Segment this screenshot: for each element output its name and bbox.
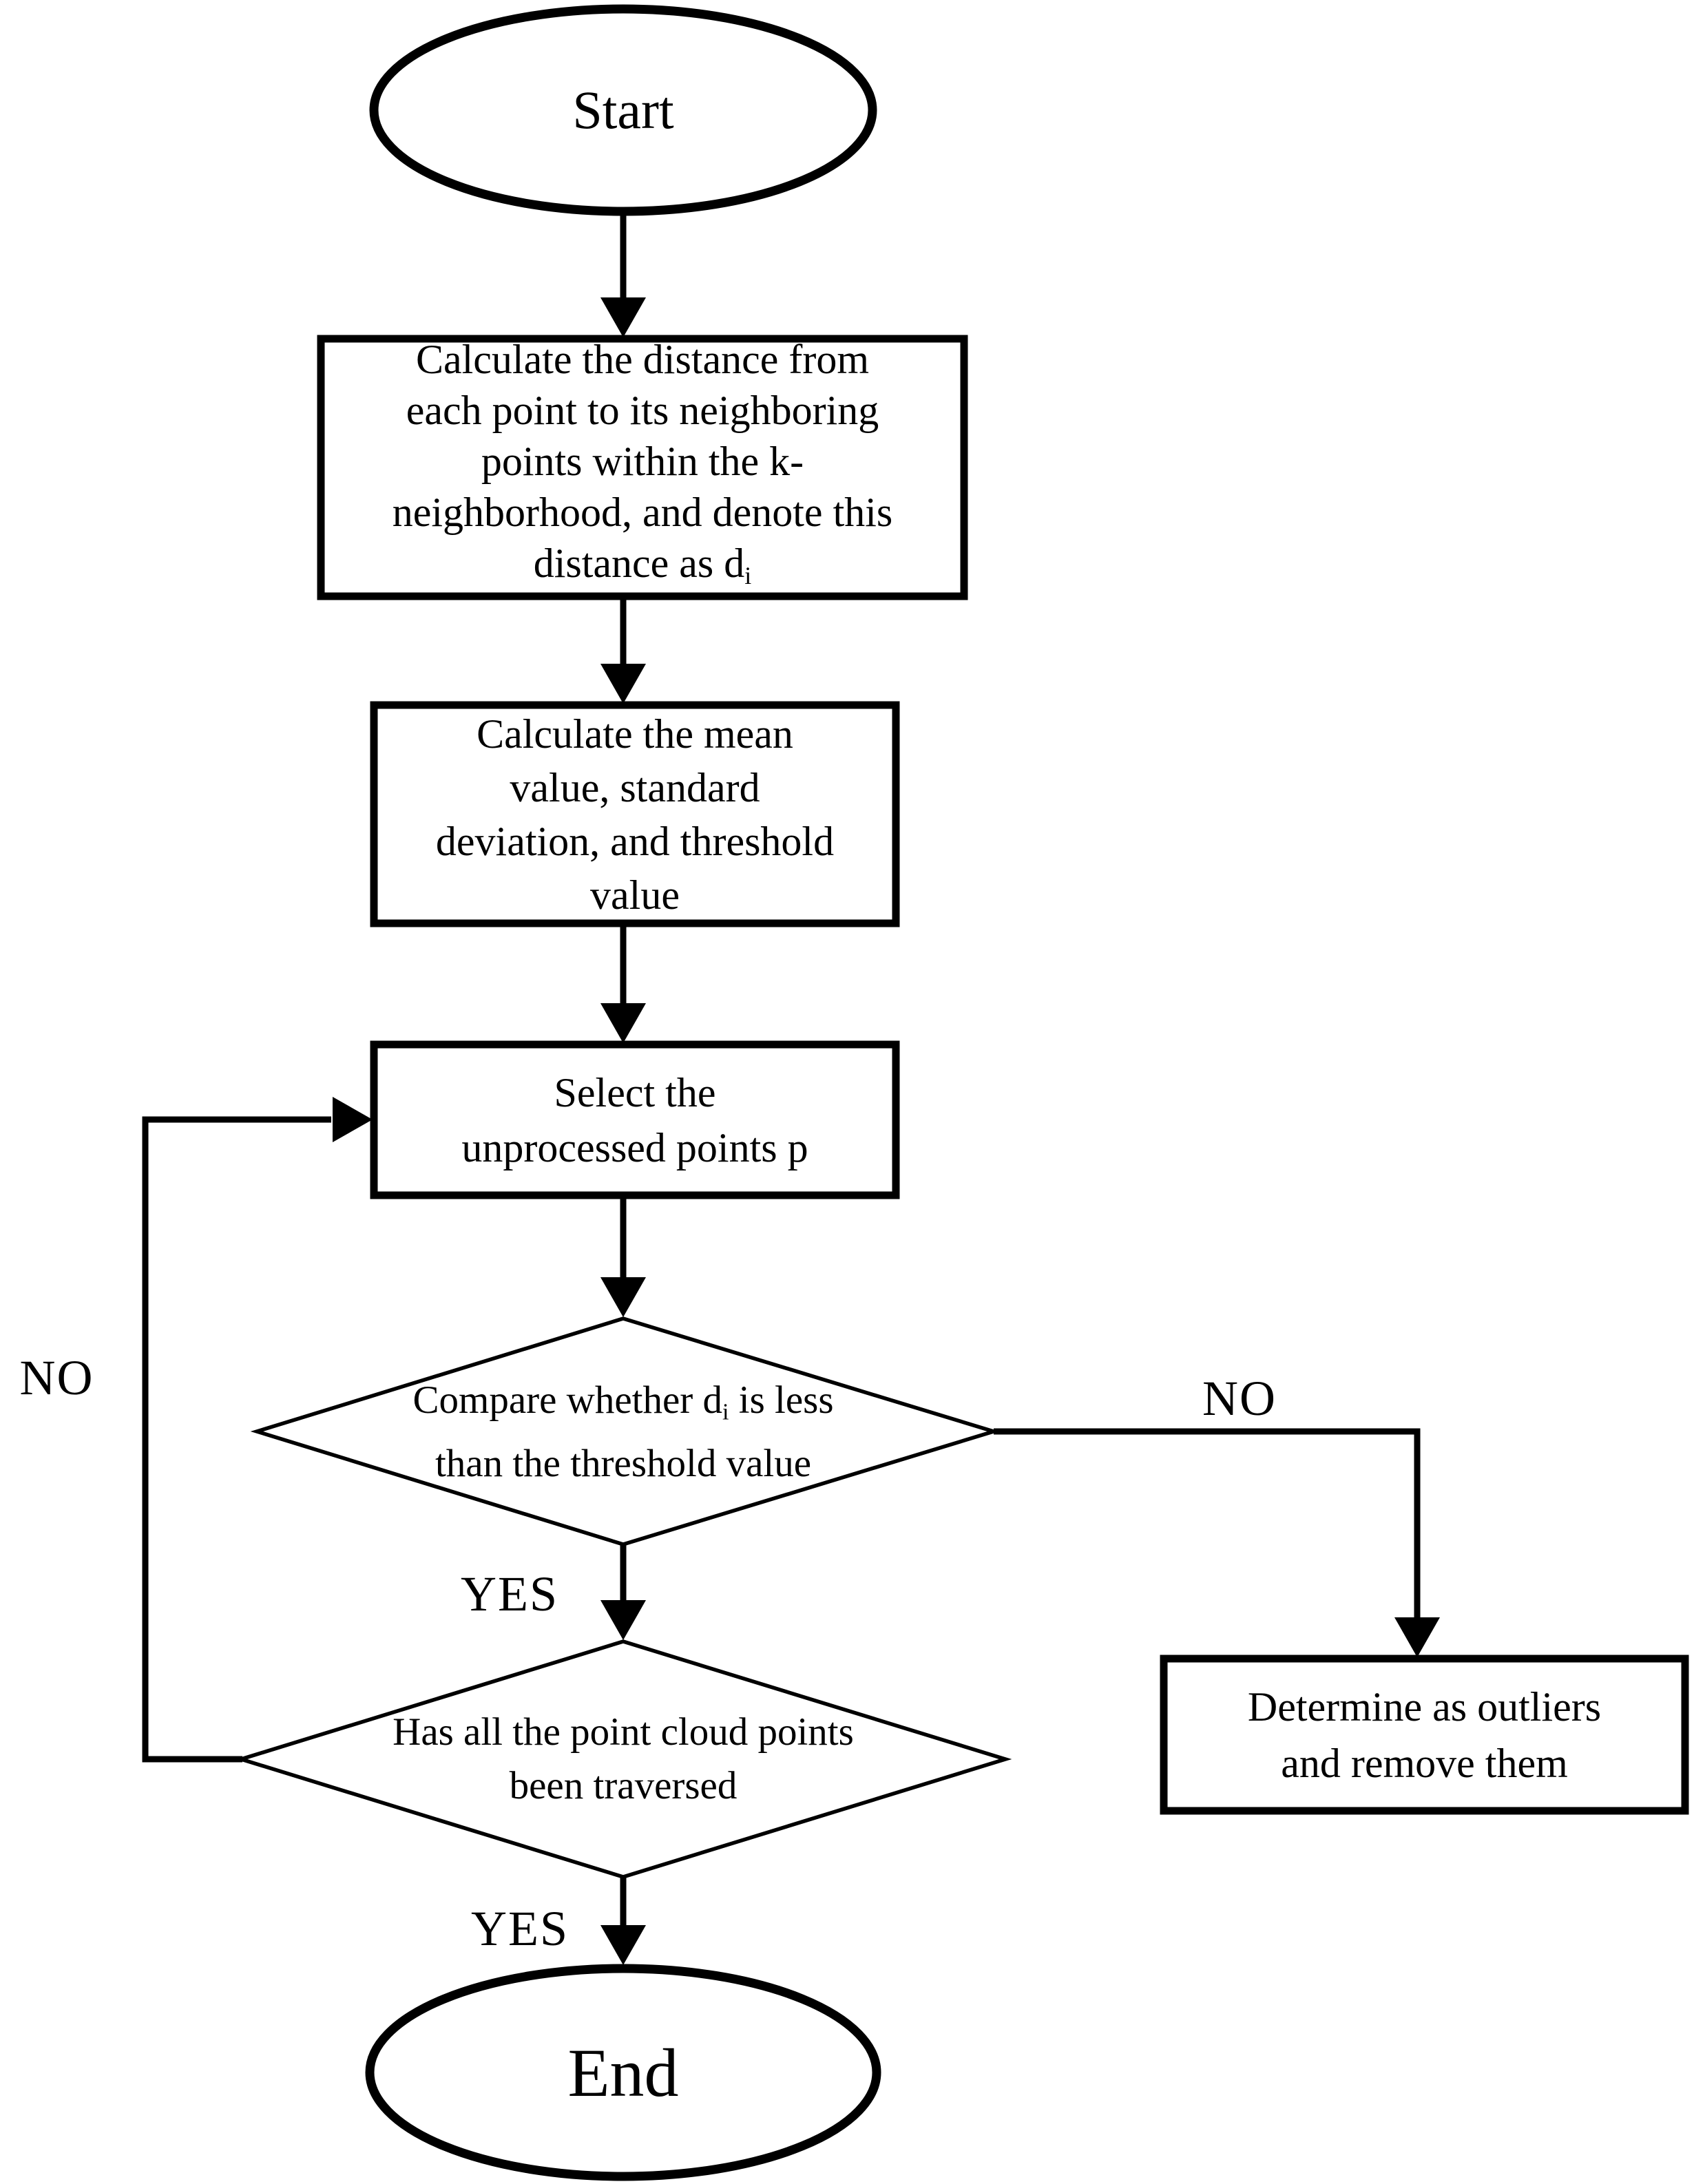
text-line: Has all the point cloud points	[393, 1710, 854, 1754]
text-line: distance as di	[533, 540, 752, 590]
traversed-yes-edge-label: YES	[470, 1900, 569, 1956]
select-points-process-shape	[370, 1040, 900, 1199]
text-line: Determine as outliers	[1247, 1683, 1602, 1730]
end-terminator-shape	[365, 1964, 881, 2181]
text-line: value, standard	[510, 764, 760, 810]
calc-stats-process-shape	[370, 701, 900, 927]
text-line: Calculate the mean	[477, 711, 793, 757]
text-line: unprocessed points p	[461, 1124, 808, 1170]
remove-outliers-process-shape	[1160, 1655, 1689, 1815]
text-line: than the threshold value	[435, 1441, 812, 1485]
select-points-label: Select the unprocessed points p	[381, 1050, 889, 1190]
text-line: and remove them	[1281, 1740, 1568, 1786]
text-line: deviation, and threshold	[435, 818, 835, 864]
start-label: Start	[572, 80, 674, 140]
edge-traversed-no-loop-to-select-points	[142, 1116, 331, 1763]
arrowhead-calc-distance-to-calc-stats	[600, 664, 646, 704]
compare-threshold-label: Compare whether di is less than the thres…	[313, 1378, 933, 1485]
arrowhead-traversed-yes-to-end	[600, 1925, 646, 1965]
compare-no-edge-label: NO	[1202, 1370, 1277, 1426]
arrowhead-start-to-calc-distance	[600, 297, 646, 337]
arrowhead-traversed-no-loop-to-select-points	[333, 1097, 373, 1142]
text-line: Select the	[554, 1069, 716, 1115]
text-line: each point to its neighboring	[406, 387, 879, 433]
text-line: neighborhood, and denote this	[392, 489, 893, 535]
end-label: End	[567, 2034, 679, 2111]
arrowhead-compare-no-to-remove-outliers	[1394, 1617, 1440, 1657]
all-traversed-label: Has all the point cloud points been trave…	[296, 1705, 950, 1813]
arrowhead-select-points-to-compare	[600, 1277, 646, 1317]
compare-yes-edge-label: YES	[460, 1566, 559, 1621]
arrowhead-calc-stats-to-select-points	[600, 1003, 646, 1043]
text-line: value	[590, 872, 680, 918]
calc-stats-label: Calculate the mean value, standard deviati…	[381, 711, 889, 918]
edge-compare-no-to-remove-outliers	[994, 1428, 1421, 1619]
text-line: been traversed	[509, 1764, 738, 1807]
text-line: Calculate the distance from	[415, 336, 870, 382]
arrowhead-compare-yes-to-traversed	[600, 1600, 646, 1640]
calc-distance-process-shape	[317, 335, 968, 600]
calc-distance-label: Calculate the distance from each point to…	[329, 337, 956, 591]
traversed-no-edge-label: NO	[19, 1350, 94, 1405]
text-line: points within the k-	[481, 438, 804, 484]
remove-outliers-label: Determine as outliers and remove them	[1171, 1664, 1678, 1805]
text-line: Compare whether di is less	[412, 1378, 834, 1425]
